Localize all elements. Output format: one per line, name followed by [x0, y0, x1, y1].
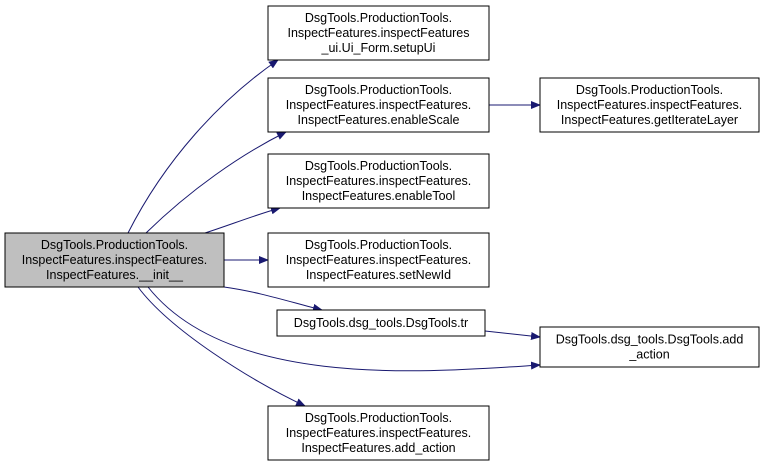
node-getIterateLayer[interactable]: DsgTools.ProductionTools.InspectFeatures… — [539, 77, 760, 133]
node-add_action_inspect[interactable]: DsgTools.ProductionTools.InspectFeatures… — [267, 405, 490, 461]
node-label-line: InspectFeatures.inspectFeatures. — [286, 426, 472, 440]
edge-init-to-tr — [223, 286, 323, 312]
node-add_action_dsg[interactable]: DsgTools.dsg_tools.DsgTools.add_action — [539, 326, 760, 368]
node-label-line: InspectFeatures.inspectFeatures. — [286, 174, 472, 188]
node-tr[interactable]: DsgTools.dsg_tools.DsgTools.tr — [276, 309, 486, 337]
node-label-line: DsgTools.ProductionTools. — [41, 238, 188, 252]
node-setNewId[interactable]: DsgTools.ProductionTools.InspectFeatures… — [267, 232, 490, 288]
node-label-line: _ui.Ui_Form.setupUi — [321, 41, 436, 55]
edge-init-to-setupUi — [127, 59, 279, 234]
edge-init-to-enableScale — [145, 131, 287, 234]
node-label-line: DsgTools.ProductionTools. — [305, 159, 452, 173]
edge-init-to-add_action_inspect — [137, 286, 306, 407]
node-label-line: InspectFeatures.inspectFeatures. — [286, 253, 472, 267]
node-box — [276, 309, 486, 337]
node-box — [4, 232, 225, 288]
node-label-line: InspectFeatures.add_action — [301, 441, 455, 455]
node-box — [267, 405, 490, 461]
node-label-line: DsgTools.ProductionTools. — [305, 83, 452, 97]
node-label-line: InspectFeatures.enableTool — [302, 189, 456, 203]
node-label-line: _action — [628, 348, 669, 362]
node-label-line: DsgTools.ProductionTools. — [576, 83, 723, 97]
node-setupUi[interactable]: DsgTools.ProductionTools.InspectFeatures… — [267, 5, 490, 61]
node-box — [267, 232, 490, 288]
edge-tr-to-add_action_dsg — [484, 330, 541, 341]
node-enableTool[interactable]: DsgTools.ProductionTools.InspectFeatures… — [267, 153, 490, 209]
node-label-line: InspectFeatures.getIterateLayer — [561, 113, 738, 127]
edges-layer — [127, 59, 541, 407]
node-label-line: DsgTools.ProductionTools. — [305, 11, 452, 25]
node-label-line: InspectFeatures.inspectFeatures. — [22, 253, 208, 267]
node-label-line: InspectFeatures.enableScale — [298, 113, 460, 127]
node-label-line: InspectFeatures.inspectFeatures. — [557, 98, 743, 112]
node-label-line: DsgTools.ProductionTools. — [305, 238, 452, 252]
node-box — [539, 326, 760, 368]
node-box — [267, 5, 490, 61]
node-label-line: DsgTools.dsg_tools.DsgTools.tr — [294, 316, 468, 330]
node-init[interactable]: DsgTools.ProductionTools.InspectFeatures… — [4, 232, 225, 288]
nodes-layer: DsgTools.ProductionTools.InspectFeatures… — [4, 5, 760, 461]
node-label-line: InspectFeatures.inspectFeatures — [287, 26, 469, 40]
node-enableScale[interactable]: DsgTools.ProductionTools.InspectFeatures… — [267, 77, 490, 133]
node-box — [539, 77, 760, 133]
edge-init-to-enableTool — [204, 206, 281, 234]
node-label-line: InspectFeatures.setNewId — [306, 268, 451, 282]
node-label-line: DsgTools.dsg_tools.DsgTools.add — [556, 333, 744, 347]
edge-init-to-add_action_dsg — [147, 286, 541, 372]
node-label-line: InspectFeatures.__init__ — [46, 268, 184, 282]
node-box — [267, 153, 490, 209]
node-label-line: InspectFeatures.inspectFeatures. — [286, 98, 472, 112]
node-box — [267, 77, 490, 133]
node-label-line: DsgTools.ProductionTools. — [305, 411, 452, 425]
